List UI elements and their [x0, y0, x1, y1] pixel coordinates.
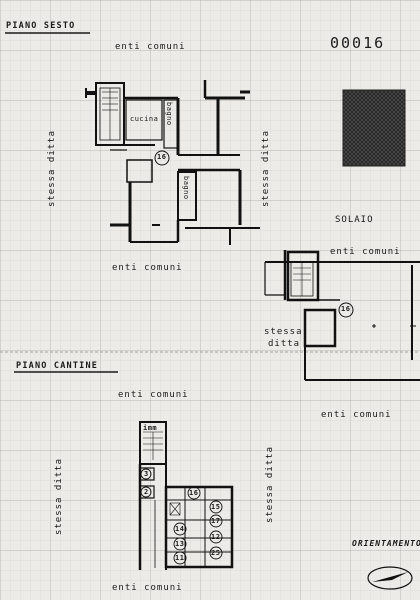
attic-same-company-line2: ditta — [268, 339, 301, 349]
sixth-floor-common-top: enti comuni — [115, 42, 186, 52]
attic-common-bottom: enti comuni — [321, 410, 392, 420]
cellar-floor-plan — [138, 421, 234, 570]
sixth-floor-plan — [85, 80, 260, 245]
cellar-number-11: 11 — [175, 554, 185, 562]
cellar-stair-label: imm — [143, 424, 158, 432]
room-bath-lower: bagno — [182, 176, 190, 200]
document-code: 00016 — [330, 34, 386, 52]
orientation-label: ORIENTAMENTO — [352, 539, 420, 548]
cellar-number-14: 14 — [175, 525, 185, 533]
cellar-same-company-left: stessa ditta — [54, 458, 64, 536]
attic-same-company-line1: stessa — [264, 327, 303, 337]
hatched-legend-square — [342, 89, 406, 167]
sixth-floor-same-company-left: stessa ditta — [47, 130, 57, 208]
room-bath-upper: bagno — [165, 102, 173, 126]
cellar-same-company-right: stessa ditta — [265, 446, 275, 524]
north-arrow — [367, 566, 413, 590]
cellar-common-top: enti comuni — [118, 390, 189, 400]
sixth-floor-unit-number: 16 — [157, 153, 167, 161]
cellar-number-13: 13 — [175, 540, 185, 548]
room-kitchen: cucina — [130, 115, 159, 123]
cellar-common-bottom: enti comuni — [112, 583, 183, 593]
cellar-number-17: 17 — [211, 517, 221, 525]
sixth-floor-common-bottom: enti comuni — [112, 263, 183, 273]
attic-label: SOLAIO — [335, 215, 374, 225]
attic-common-top: enti comuni — [330, 247, 401, 257]
attic-unit-number: 16 — [341, 305, 351, 313]
cellar-number-3: 3 — [144, 470, 149, 478]
sixth-floor-title: PIANO SESTO — [6, 21, 76, 31]
cellar-number-12: 12 — [211, 533, 221, 541]
cellar-number-15: 15 — [211, 503, 221, 511]
cellar-title: PIANO CANTINE — [16, 361, 99, 371]
attic-floor-plan — [264, 250, 420, 381]
cellar-number-25: 25 — [211, 549, 221, 557]
cellar-number-16: 16 — [189, 489, 199, 497]
cellar-number-2: 2 — [144, 488, 149, 496]
sixth-floor-same-company-right: stessa ditta — [261, 130, 271, 208]
